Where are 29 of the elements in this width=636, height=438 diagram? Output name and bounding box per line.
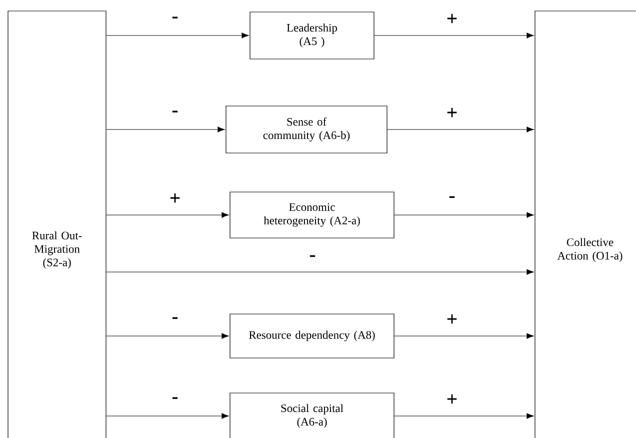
variable-box: Collective Action (O1-a) <box>534 10 636 438</box>
arrow <box>394 413 534 419</box>
edge-label: + <box>447 394 457 404</box>
arrow <box>106 212 229 218</box>
factor-box: Sense of community (A6-b) <box>226 106 388 154</box>
edge-label: + <box>170 193 180 203</box>
edge-label: + <box>447 14 457 24</box>
arrow <box>394 333 534 339</box>
edge-label: - <box>310 255 316 257</box>
arrow <box>374 32 534 38</box>
factor-box: Leadership (A5 ) <box>250 12 374 60</box>
arrow <box>106 413 229 419</box>
edge-label: - <box>172 397 178 399</box>
arrow <box>106 126 225 132</box>
variable-box: Rural Out-Migration (S2-a) <box>8 10 106 438</box>
factor-box: Economic heterogeneity (A2-a) <box>230 192 394 238</box>
edge-label: - <box>172 16 178 18</box>
factor-box: Resource dependency (A8) <box>230 314 394 358</box>
arrow <box>106 32 249 38</box>
arrow <box>394 212 534 218</box>
edge-label: - <box>449 196 455 198</box>
edge-label: - <box>172 110 178 112</box>
factor-box: Social capital (A6-a) <box>230 392 394 438</box>
edge-label: + <box>447 314 457 324</box>
edge-label: + <box>447 108 457 118</box>
arrow <box>387 126 534 132</box>
edge-label: - <box>172 317 178 319</box>
arrow <box>106 269 534 275</box>
arrow <box>106 333 229 339</box>
